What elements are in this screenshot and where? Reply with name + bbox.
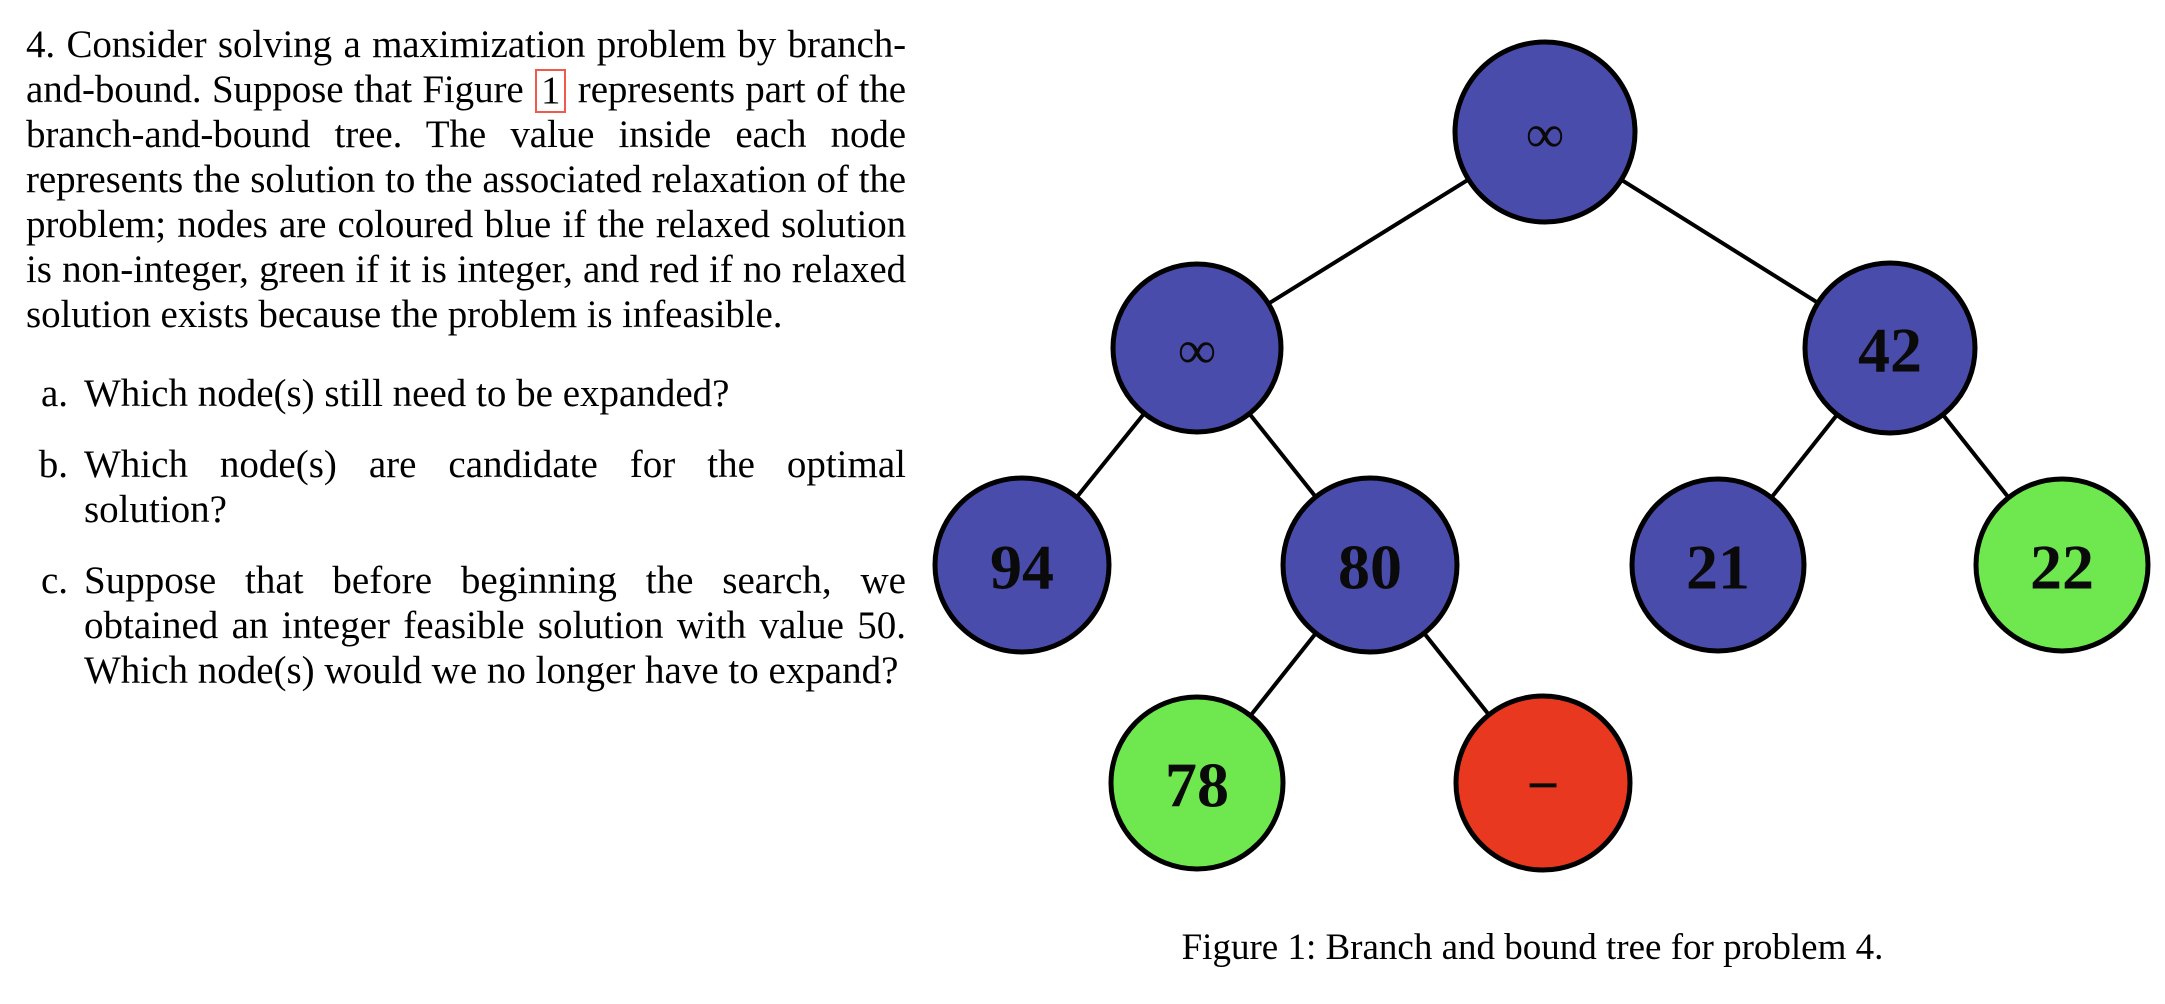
tree-edge-L2b-L3b: [1421, 630, 1492, 718]
question-text-b: Which node(s) are candidate for the opti…: [84, 443, 906, 532]
tree-nodes-group: ∞ ∞ 42 94 80 21 22 78 −: [932, 39, 2151, 873]
tree-node-label-L3b: −: [1526, 753, 1559, 818]
tree-edge-root-L1a: [1265, 176, 1472, 307]
tree-node-circle-L2b: [1280, 475, 1460, 655]
problem-statement-part-1: 4. Consider solving a maximization probl…: [26, 23, 906, 112]
tree-node-label-L2b: 80: [1338, 532, 1402, 603]
list-item: c. Suppose that before beginning the sea…: [26, 558, 906, 693]
branch-and-bound-tree-graphic: ∞ ∞ 42 94 80 21 22 78 −: [932, 39, 2151, 873]
tree-node-circle-root: [1452, 39, 1638, 225]
figure-branch-and-bound-tree: ∞ ∞ 42 94 80 21 22 78 − Figure 1: Branch and bou…: [900, 0, 2165, 1004]
tree-edges-group: [1073, 176, 2012, 719]
tree-node-label-root: ∞: [1526, 104, 1565, 164]
tree-node-L2a[interactable]: 94: [932, 475, 1112, 655]
problem-statement-part-2: represents part of the branch-and-bound …: [26, 68, 906, 337]
problem-statement: 4. Consider solving a maximization probl…: [26, 22, 906, 337]
question-text-c: Suppose that before beginning the search…: [84, 559, 906, 693]
tree-node-circle-L2a: [932, 475, 1112, 655]
list-item: a. Which node(s) still need to be expand…: [26, 371, 906, 416]
tree-edge-root-L1b: [1618, 177, 1821, 306]
tree-node-label-L2a: 94: [990, 532, 1054, 603]
figure-reference-link[interactable]: 1: [534, 69, 567, 114]
tree-edge-L1a-L2a: [1073, 410, 1148, 501]
tree-node-circle-L3a: [1108, 694, 1286, 872]
problem-text-column: 4. Consider solving a maximization probl…: [26, 22, 906, 719]
tree-node-L2d[interactable]: 22: [1973, 476, 2151, 654]
question-text-a: Which node(s) still need to be expanded?: [84, 372, 730, 416]
figure-caption: Figure 1: Branch and bound tree for prob…: [1181, 927, 1884, 968]
question-label-a: a.: [40, 372, 68, 416]
tree-node-L1a[interactable]: ∞: [1110, 261, 1284, 435]
tree-node-L1b[interactable]: 42: [1802, 260, 1978, 436]
tree-edge-L1a-L2b: [1246, 410, 1319, 500]
tree-node-L3a[interactable]: 78: [1108, 694, 1286, 872]
tree-node-circle-L1a: [1110, 261, 1284, 435]
tree-node-label-L2d: 22: [2030, 532, 2094, 603]
tree-node-L3b[interactable]: −: [1453, 693, 1633, 873]
tree-node-circle-L3b: [1453, 693, 1633, 873]
figure-reference-label: 1: [540, 69, 561, 113]
tree-node-circle-L2c: [1629, 476, 1807, 654]
tree-edge-L1b-L2d: [1939, 411, 2012, 501]
tree-node-root[interactable]: ∞: [1452, 39, 1638, 225]
tree-node-label-L1b: 42: [1858, 315, 1922, 386]
tree-node-circle-L2d: [1973, 476, 2151, 654]
tree-node-label-L3a: 78: [1165, 750, 1229, 821]
question-label-c: c.: [40, 559, 68, 603]
list-item: b. Which node(s) are candidate for the o…: [26, 442, 906, 532]
question-list: a. Which node(s) still need to be expand…: [26, 371, 906, 693]
tree-node-label-L1a: ∞: [1178, 320, 1217, 380]
tree-edge-L2b-L3a: [1247, 630, 1319, 719]
tree-node-L2b[interactable]: 80: [1280, 475, 1460, 655]
question-label-b: b.: [38, 443, 68, 487]
tree-node-L2c[interactable]: 21: [1629, 476, 1807, 654]
tree-edge-L1b-L2c: [1768, 411, 1841, 501]
tree-node-circle-L1b: [1802, 260, 1978, 436]
tree-node-label-L2c: 21: [1686, 532, 1750, 603]
